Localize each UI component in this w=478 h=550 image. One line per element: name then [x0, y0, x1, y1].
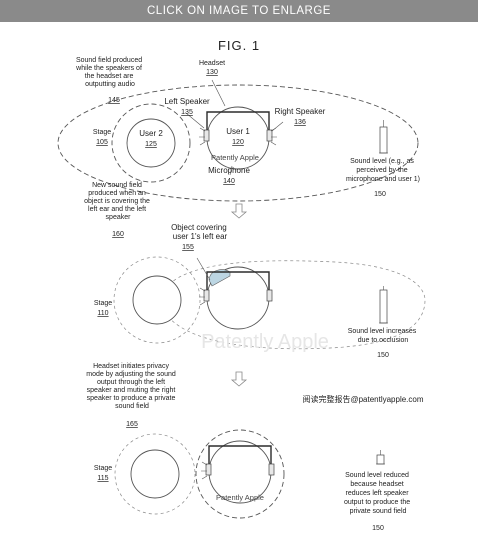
watermark-small-3: Patently Apple: [216, 493, 264, 502]
watermark-small-1: Patently Apple: [211, 153, 259, 162]
sound-field-ref: 145: [108, 97, 120, 104]
panel-1: Sound field produced while the speakers …: [57, 57, 420, 202]
down-arrow-2-icon: [230, 371, 248, 387]
watermark-large: Patently Apple: [201, 331, 329, 353]
privacy-mode-label: Headset initiates privacy mode by adjust…: [86, 363, 177, 410]
headset-leader: [211, 79, 226, 107]
stage-ref: 105: [96, 139, 108, 146]
stage-circle-2: [113, 256, 201, 344]
headset-band-icon-3: [208, 445, 272, 472]
user-2-head: [126, 118, 176, 168]
headset-label: Headset: [199, 60, 225, 67]
stage-circle: [111, 103, 191, 183]
right-speaker-ref: 136: [294, 119, 306, 126]
object-covering-ear-icon: [208, 269, 231, 287]
right-speaker-icon-3: [268, 463, 275, 476]
object-ref: 155: [182, 244, 194, 251]
user-2-head-3: [130, 449, 180, 499]
user-2-ref: 125: [145, 141, 157, 148]
right-speaker-leader: [271, 121, 284, 132]
new-sound-field-ellipse: [159, 260, 426, 350]
left-speaker-icon-2: [203, 289, 210, 302]
down-arrow-1-icon: [230, 203, 248, 219]
microphone-leader: [229, 165, 233, 176]
right-speaker-label: Right Speaker: [275, 107, 326, 116]
left-speaker-ref: 135: [181, 109, 193, 116]
sound-level-meter-icon-3: [376, 450, 385, 465]
panel-3: Headset initiates privacy mode by adjust…: [86, 363, 424, 532]
user-1-label: User 1: [226, 127, 250, 136]
sound-level-ref-3: 150: [372, 525, 384, 532]
left-speaker-icon: [203, 129, 210, 142]
private-sound-field-circle: [195, 429, 285, 519]
sound-field-ellipse: [57, 84, 419, 202]
new-field-ref: 160: [112, 231, 124, 238]
headset-band-icon-2: [206, 271, 270, 298]
headset-band-icon: [206, 111, 270, 138]
microphone-ref: 140: [223, 178, 235, 185]
sound-field-label: Sound field produced while the speakers …: [75, 57, 144, 88]
user-2-head-2: [132, 275, 182, 325]
stage-label-3: Stage: [94, 465, 112, 472]
sound-level-meter-icon: [379, 120, 388, 154]
sound-level-label-2: Sound level increases due to occlusion: [348, 328, 418, 344]
stage-label: Stage: [93, 129, 111, 136]
sound-level-label-1: Sound level (e.g., as perceived by the m…: [346, 158, 420, 183]
patent-figure: FIG. 1 Sound field produced while the sp…: [57, 38, 426, 532]
sound-level-meter-icon-2: [379, 286, 388, 324]
sound-level-label-3: Sound level reduced because headset redu…: [344, 472, 412, 515]
headset-ref: 130: [206, 69, 218, 76]
left-speaker-icon-3: [205, 463, 212, 476]
left-speaker-leader: [185, 112, 205, 129]
full-report-link[interactable]: 阅读完整报告@patentlyapple.com: [302, 394, 423, 404]
figure-title: FIG. 1: [218, 38, 260, 53]
right-speaker-icon: [266, 129, 273, 142]
object-leader: [196, 257, 211, 281]
panel-2: New sound field produced when an object …: [84, 182, 426, 359]
stage-label-2: Stage: [94, 300, 112, 307]
click-to-enlarge-banner[interactable]: CLICK ON IMAGE TO ENLARGE: [0, 0, 478, 22]
left-speaker-label: Left Speaker: [164, 97, 210, 106]
microphone-label: Microphone: [208, 166, 250, 175]
stage-ref-3: 115: [97, 475, 108, 482]
speaker-lead-lines-2: [199, 287, 206, 306]
new-field-label: New sound field produced when an object …: [84, 182, 152, 221]
stage-circle-3: [114, 433, 196, 515]
right-speaker-icon-2: [266, 289, 273, 302]
user-1-ref: 120: [232, 139, 244, 146]
privacy-mode-ref: 165: [126, 421, 138, 428]
stage-ref-2: 110: [97, 310, 108, 317]
sound-level-ref-2: 150: [377, 352, 389, 359]
user-2-label: User 2: [139, 129, 163, 138]
speaker-lead-lines-3: [201, 461, 208, 480]
object-label: Object covering user 1's left ear: [171, 223, 229, 241]
sound-level-ref-1: 150: [374, 191, 386, 198]
